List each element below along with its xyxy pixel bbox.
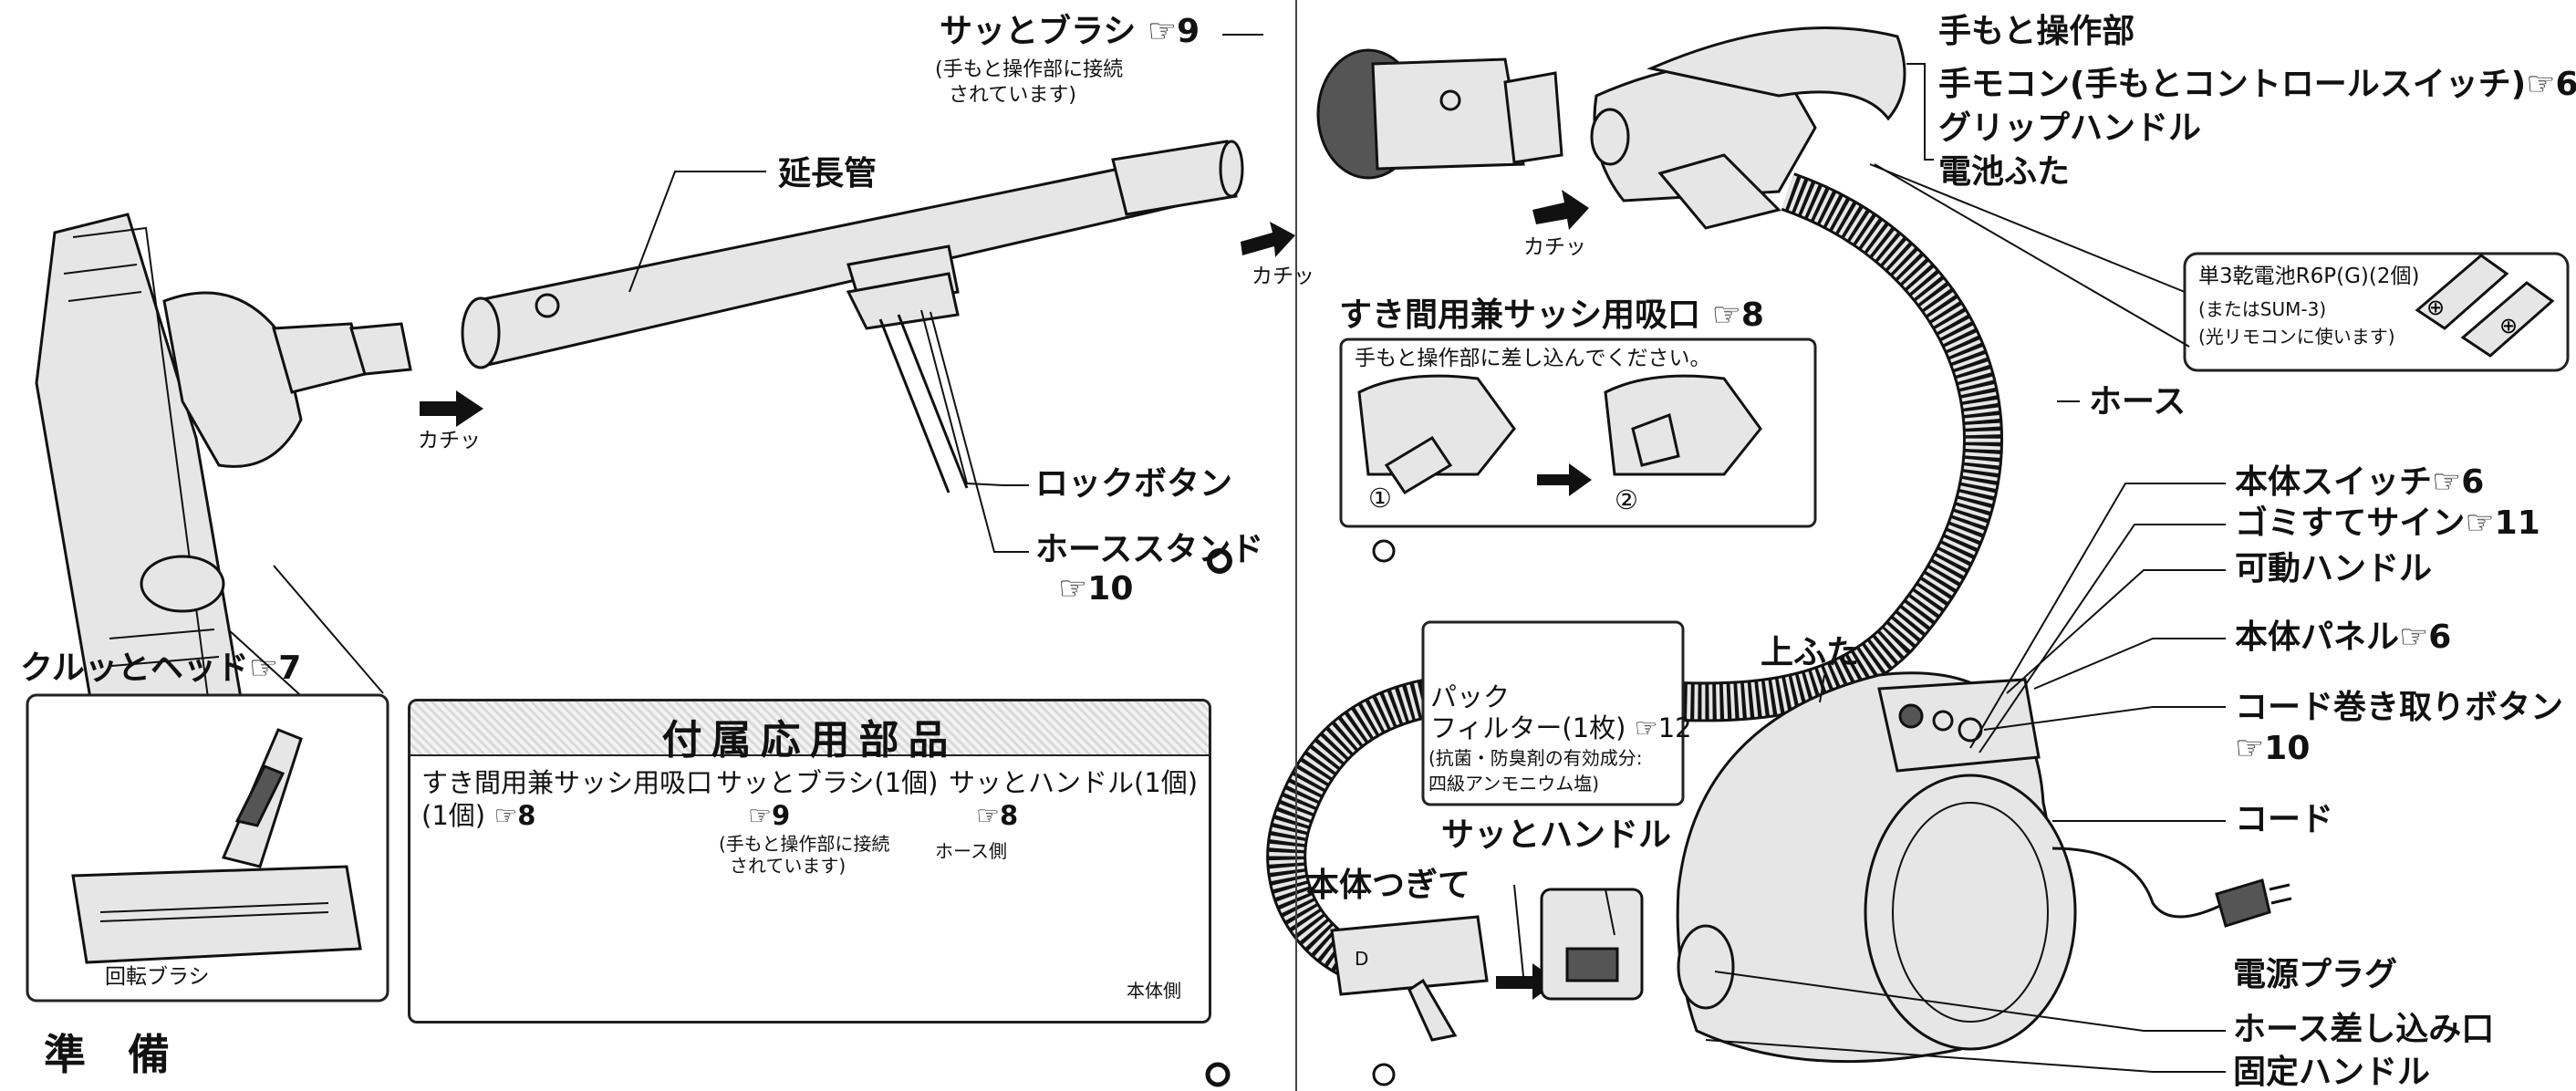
pack-note-2: 四級アンモニウム塩) <box>1428 773 1600 795</box>
label-satto-handle: サッとハンドル <box>1441 816 1672 854</box>
label-enchoukan: 延長管 <box>778 155 878 192</box>
pack-note-1: (抗菌・防臭剤の有効成分: <box>1428 747 1643 769</box>
bullet-icon <box>1372 1063 1396 1086</box>
accessory-1-name: すき間用兼サッシ用吸口 <box>421 767 713 798</box>
step-2: ② <box>1615 484 1638 515</box>
battery-note-1: (またはSUM-3) <box>2198 298 2327 320</box>
accessory-1-qty: (1個) ☞8 <box>421 800 536 831</box>
label-gomi-sign: ゴミすてサイン☞11 <box>2235 504 2540 542</box>
accessory-2-ref: ☞9 <box>748 800 791 831</box>
label-sukima: すき間用兼サッシ用吸口 ☞8 <box>1339 296 1764 334</box>
label-code-button: コード巻き取りボタン <box>2235 689 2564 726</box>
hand-controller-illustration <box>1590 26 1906 230</box>
label-dengen-plug: 電源プラグ <box>2233 956 2398 993</box>
ref-icon: ☞6 <box>2399 618 2452 656</box>
accessory-3-name: サッとハンドル(1個) <box>949 767 1199 798</box>
accessory-3-body-side: 本体側 <box>1127 980 1181 1002</box>
kuruttohead-inset-illustration <box>71 728 362 964</box>
label-denchi-futa: 電池ふた <box>1938 153 2071 191</box>
label-kadou-handle: 可動ハンドル <box>2235 550 2433 587</box>
bullet-icon <box>1207 548 1232 574</box>
label-honntai-tsugite: 本体つぎて <box>1306 867 1471 904</box>
label-lock-button: ロックボタン <box>1035 465 1233 503</box>
ref-code-button: ☞10 <box>2235 730 2311 767</box>
page-divider <box>1295 0 1297 1091</box>
accessories-title-bar <box>410 701 1209 756</box>
leader-lines-left <box>172 34 1263 789</box>
ref-icon: ☞12 <box>1634 712 1692 743</box>
arrow-icon <box>1241 222 1295 257</box>
floor-head-illustration <box>35 213 412 759</box>
battery-icons: ⊕ ⊕ <box>2415 254 2555 358</box>
accessory-2-note-1: (手もと操作部に接続 <box>719 833 890 855</box>
accessories-panel: 付属応用部品 <box>408 699 1211 1023</box>
label-uwafuta: 上ふた <box>1761 634 1860 671</box>
svg-text:⊕: ⊕ <box>2499 313 2518 338</box>
step-1: ① <box>1368 483 1392 514</box>
pack-filter-frame <box>1421 620 1685 806</box>
ref-icon: ☞9 <box>1147 13 1200 50</box>
label-kotei-handle: 固定ハンドル <box>2233 1054 2431 1091</box>
satto-handle-illustration <box>1540 888 1644 1001</box>
pack-filter-1: パック <box>1430 681 1511 712</box>
section-title: 準 備 <box>44 1030 170 1079</box>
ref-icon: ☞6 <box>2526 66 2576 103</box>
canister-body-illustration <box>1676 671 2077 1064</box>
pack-filter-2: フィルター(1枚) ☞12 <box>1430 712 1692 743</box>
label-click-3: カチッ <box>1523 235 1586 259</box>
bullet-icon <box>1205 1062 1231 1087</box>
arrow-icon <box>1532 190 1589 230</box>
label-hose-sashikomi: ホース差し込み口 <box>2233 1011 2495 1048</box>
label-kuruttohead: クルッとヘッド☞7 <box>20 649 302 687</box>
svg-text:⊕: ⊕ <box>2426 295 2445 320</box>
cord-line <box>2051 847 2227 919</box>
label-temokon: 手モコン(手もとコントロールスイッチ)☞6 <box>1938 66 2576 103</box>
note-sattoburashi-2: されています) <box>949 84 1076 107</box>
ref-icon: ☞6 <box>2432 463 2485 501</box>
label-honntai-switch: 本体スイッチ☞6 <box>2235 463 2485 501</box>
label-grip-handle: グリップハンドル <box>1938 109 2202 147</box>
plug-illustration <box>2215 878 2292 928</box>
ref-hose-stand: ☞10 <box>1058 570 1134 608</box>
accessory-2-note-2: されています) <box>730 855 847 877</box>
accessory-2-name: サッとブラシ(1個) <box>716 767 939 798</box>
accessory-3-ref: ☞8 <box>976 800 1019 831</box>
ref-icon: ☞8 <box>1711 296 1764 334</box>
bullet-icon <box>1372 539 1396 563</box>
body-connector-illustration <box>1330 915 1489 1042</box>
ref-icon: ☞8 <box>493 800 536 831</box>
sukima-steps-illustration <box>1357 374 1762 496</box>
label-click-1: カチッ <box>1252 265 1314 288</box>
label-temoto-sousabu: 手もと操作部 <box>1938 13 2135 50</box>
sukima-instruction: 手もと操作部に差し込んでください。 <box>1355 347 1711 370</box>
leader-lines-right <box>1513 63 2226 1073</box>
label-hose-stand: ホーススタンド <box>1035 531 1264 568</box>
arrow-icon <box>420 390 483 427</box>
ref-icon: ☞7 <box>248 649 302 687</box>
label-hose: ホース <box>2089 383 2186 421</box>
ref-icon: ☞11 <box>2465 504 2540 542</box>
accessories-title: 付属応用部品 <box>661 717 958 764</box>
label-click-2: カチッ <box>418 429 481 452</box>
satto-brush-illustration <box>1316 48 1563 180</box>
accessory-3-hose-side: ホース側 <box>935 840 1007 862</box>
note-sattoburashi-1: (手もと操作部に接続 <box>935 58 1124 81</box>
battery-title: 単3乾電池R6P(G)(2個) <box>2198 265 2420 288</box>
battery-note-2: (光リモコンに使います) <box>2198 326 2395 348</box>
label-honntai-panel: 本体パネル☞6 <box>2235 618 2452 656</box>
label-kaiten-brush: 回転ブラシ <box>105 965 210 989</box>
label-code: コード <box>2235 801 2334 838</box>
connector-pin-label: D <box>1355 948 1369 970</box>
label-sattoburashi: サッとブラシ ☞9 <box>940 13 1200 50</box>
